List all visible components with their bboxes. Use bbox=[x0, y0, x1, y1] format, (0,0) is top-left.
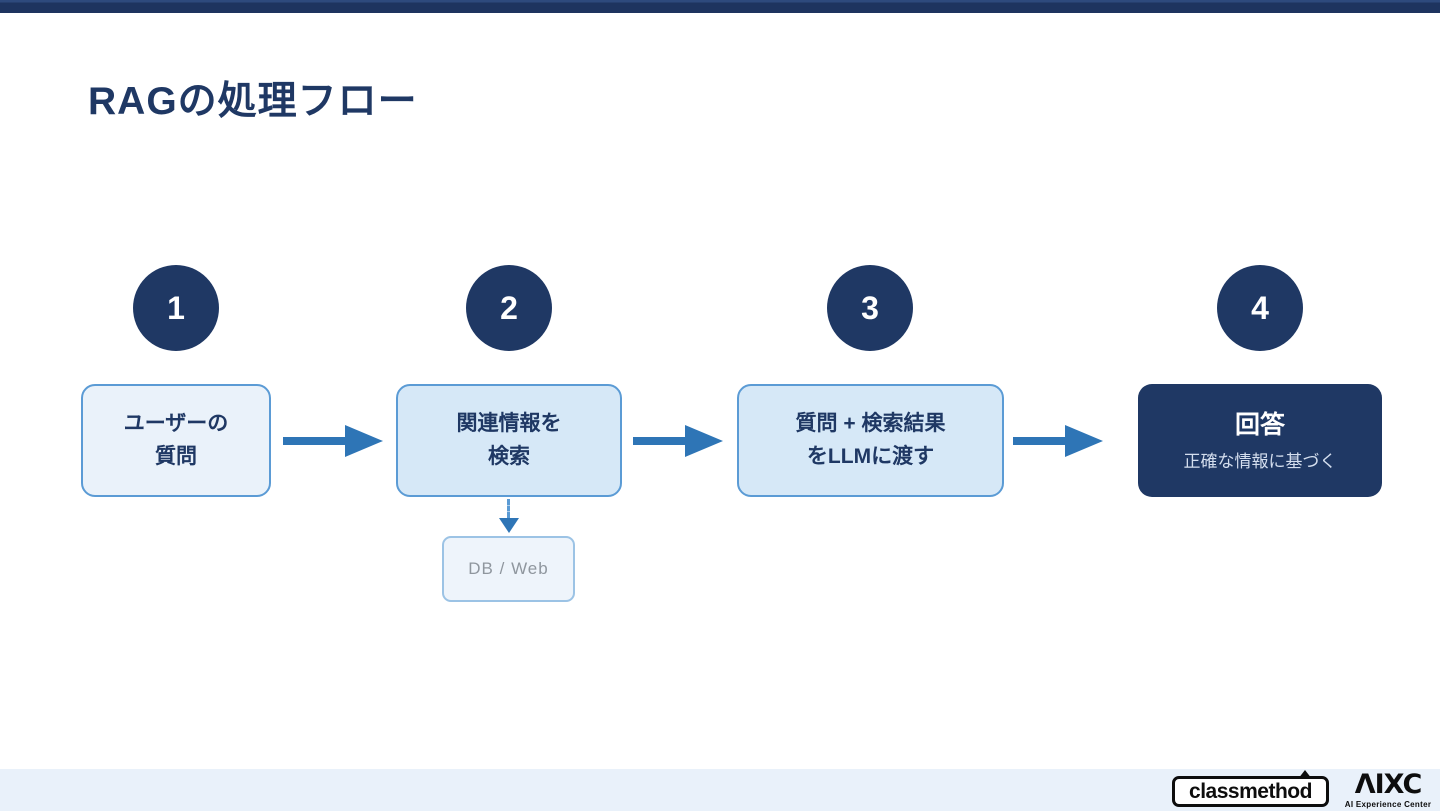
step-3-number-badge: 3 bbox=[827, 265, 913, 351]
step-1-label-line2: 質問 bbox=[155, 444, 197, 468]
step-3-box: 質問 + 検索結果 をLLMに渡す bbox=[737, 384, 1004, 497]
flow-arrow-3-head bbox=[1065, 425, 1103, 457]
step-4-number: 4 bbox=[1251, 289, 1269, 326]
db-web-box: DB / Web bbox=[442, 536, 575, 602]
nxc-logo-caption: AI Experience Center bbox=[1344, 800, 1432, 809]
step-2-label-line1: 関連情報を bbox=[456, 411, 562, 435]
step-3-number: 3 bbox=[861, 289, 879, 326]
step-3-label-line1: 質問 + 検索結果 bbox=[795, 411, 946, 435]
dashed-arrow-head-icon bbox=[499, 518, 519, 533]
nxc-logo: ΛIXC AI Experience Center bbox=[1340, 771, 1436, 809]
flow-arrow-3-shaft bbox=[1013, 437, 1068, 445]
step-2-label-line2: 検索 bbox=[488, 444, 530, 468]
step-3-label-line2: をLLMに渡す bbox=[806, 444, 935, 468]
flow-arrow-2-icon bbox=[633, 425, 723, 457]
flow-arrow-1-shaft bbox=[283, 437, 347, 445]
nxc-logo-mark: ΛIXC bbox=[1354, 769, 1423, 800]
step-4-label-sub: 正確な情報に基づく bbox=[1183, 451, 1337, 471]
step-4-number-badge: 4 bbox=[1217, 265, 1303, 351]
classmethod-logo: classmethod bbox=[1172, 770, 1329, 807]
step-1-number-badge: 1 bbox=[133, 265, 219, 351]
flow-arrow-2-head bbox=[685, 425, 723, 457]
step-4-label-main: 回答 bbox=[1234, 410, 1285, 439]
flow-arrow-3-icon bbox=[1013, 425, 1103, 457]
step-1-label-line1: ユーザーの bbox=[123, 411, 229, 435]
step-4-box: 回答 正確な情報に基づく bbox=[1138, 384, 1382, 497]
step-2-box: 関連情報を 検索 bbox=[396, 384, 622, 497]
flow-arrow-2-shaft bbox=[633, 437, 688, 445]
step-1-number: 1 bbox=[167, 289, 185, 326]
db-web-label: DB / Web bbox=[468, 559, 549, 578]
step-2-number-badge: 2 bbox=[466, 265, 552, 351]
classmethod-logo-text: classmethod bbox=[1189, 779, 1312, 803]
classmethod-logo-notch bbox=[1298, 770, 1312, 779]
dashed-arrow-line bbox=[507, 499, 510, 518]
top-accent-bar bbox=[0, 0, 1440, 13]
flow-arrow-1-head bbox=[345, 425, 383, 457]
flow-arrow-1-icon bbox=[283, 425, 383, 457]
step-2-number: 2 bbox=[500, 289, 518, 326]
page-title: RAGの処理フロー bbox=[88, 80, 418, 123]
step-1-box: ユーザーの 質問 bbox=[81, 384, 271, 497]
